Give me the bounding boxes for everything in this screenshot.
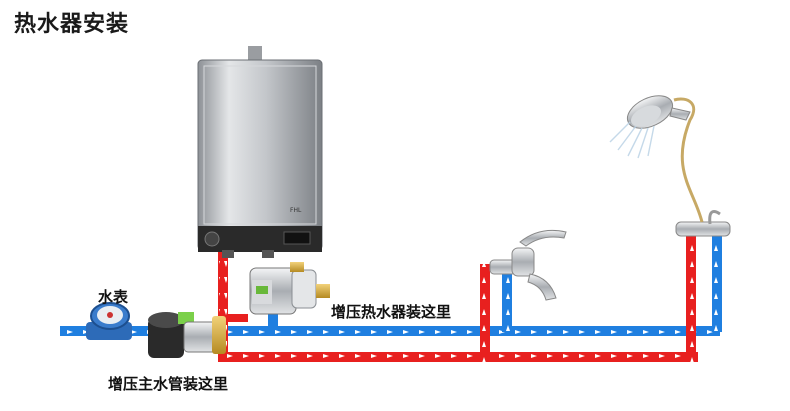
heater-pump-label: 增压热水器装这里 — [331, 303, 452, 321]
water-meter-label: 水表 — [98, 288, 129, 306]
main-pump-label: 增压主水管装这里 — [108, 375, 229, 393]
cold-pipes — [60, 230, 722, 336]
water-heater-icon: FHL — [197, 46, 323, 258]
main-pump-icon — [148, 312, 226, 358]
heater-pump-icon — [249, 262, 330, 315]
water-meter-icon — [86, 302, 132, 340]
svg-text:FHL: FHL — [290, 207, 302, 214]
faucet-icon — [489, 229, 567, 301]
hot-pipes — [218, 232, 698, 362]
page-title: 热水器安装 — [14, 12, 130, 37]
shower-icon — [609, 95, 731, 237]
